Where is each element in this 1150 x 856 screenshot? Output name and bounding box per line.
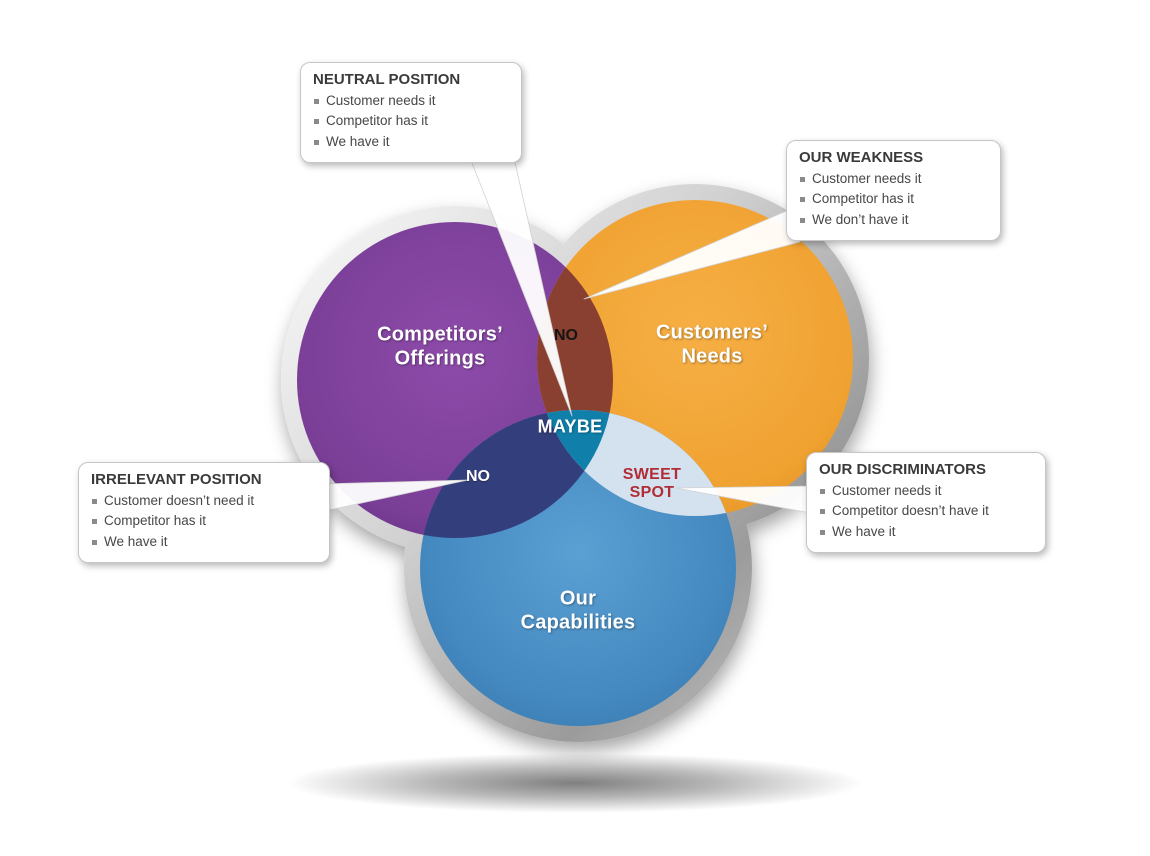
callout-item: Competitor doesn’t have it — [819, 501, 1033, 521]
our-capabilities-label: Our Capabilities — [521, 587, 636, 634]
callout-item-text: Customer needs it — [832, 483, 942, 498]
customers-capabilities-overlap-region — [537, 410, 736, 516]
ground-shadow — [287, 753, 863, 813]
bullet-icon — [314, 119, 319, 125]
bullet-icon — [314, 99, 319, 104]
sweet-spot-line2: SPOT — [629, 484, 675, 501]
callout-item-text: Competitor has it — [104, 513, 207, 529]
capabilities-label-line1: Our — [559, 587, 597, 610]
callout-item: We have it — [819, 522, 1033, 542]
overlap-no-left — [420, 410, 613, 538]
callout-item-text: Customer needs it — [812, 171, 922, 186]
overlap-sweet-spot — [537, 410, 736, 516]
no-top-label: NO — [554, 327, 578, 344]
customers-label-line2: Needs — [681, 345, 743, 367]
callout-item-text: Competitor has it — [326, 113, 429, 129]
competitors-label-line1: Competitors’ — [377, 323, 503, 346]
bullet-icon — [800, 217, 805, 223]
bullet-icon — [820, 489, 825, 494]
bullet-icon — [820, 509, 825, 515]
callout-item-text: We don’t have it — [812, 211, 909, 227]
our-weakness-callout: OUR WEAKNESS Customer needs it Competito… — [786, 140, 1001, 241]
callout-title: OUR DISCRIMINATORS — [819, 461, 986, 478]
callout-item: Competitor has it — [799, 189, 988, 209]
competitors-label-line2: Offerings — [394, 347, 486, 369]
callout-item-text: Customer needs it — [326, 93, 436, 108]
callout-item-text: We have it — [326, 133, 390, 149]
sweet-spot-label: SWEET SPOT — [623, 466, 681, 502]
neutral-position-callout: NEUTRAL POSITION Customer needs it Compe… — [300, 62, 522, 163]
callout-item: Customer needs it — [799, 169, 988, 189]
callout-item: Customer doesn’t need it — [91, 491, 317, 511]
callout-item: Competitor has it — [313, 111, 509, 131]
no-left-label: NO — [466, 468, 490, 485]
bullet-icon — [314, 139, 319, 145]
competitors-offerings-label: Competitors’ Offerings — [377, 323, 503, 370]
customers-needs-label: Customers’ Needs — [656, 321, 768, 368]
our-discriminators-callout: OUR DISCRIMINATORS Customer needs it Com… — [806, 452, 1046, 553]
maybe-label: MAYBE — [537, 416, 603, 437]
callout-item: Customer needs it — [313, 91, 509, 111]
callout-item-text: We have it — [832, 523, 896, 539]
callout-title: IRRELEVANT POSITION — [91, 471, 262, 488]
bullet-icon — [800, 197, 805, 203]
callout-item: We don’t have it — [799, 210, 988, 230]
capabilities-label-line2: Capabilities — [520, 611, 636, 633]
bullet-icon — [800, 177, 805, 182]
callout-title: OUR WEAKNESS — [799, 149, 924, 166]
bullet-icon — [92, 519, 97, 525]
callout-item-text: Customer doesn’t need it — [104, 493, 255, 508]
bullet-icon — [820, 529, 825, 535]
callout-item-text: Competitor has it — [812, 191, 915, 207]
callout-title: NEUTRAL POSITION — [313, 71, 461, 88]
callout-item-text: Competitor doesn’t have it — [832, 503, 989, 519]
bullet-icon — [92, 499, 97, 504]
callout-item: Customer needs it — [819, 481, 1033, 501]
callout-pointers — [319, 157, 817, 515]
callout-item-text: We have it — [104, 533, 168, 549]
irrelevant-position-callout: IRRELEVANT POSITION Customer doesn’t nee… — [78, 462, 330, 563]
sweet-spot-line1: SWEET — [622, 466, 682, 484]
callout-item: We have it — [313, 132, 509, 152]
bullet-icon — [92, 539, 97, 545]
callout-item: We have it — [91, 532, 317, 552]
callout-item: Competitor has it — [91, 511, 317, 531]
competitors-capabilities-overlap-region — [420, 410, 613, 538]
customers-label-line1: Customers’ — [655, 321, 769, 344]
